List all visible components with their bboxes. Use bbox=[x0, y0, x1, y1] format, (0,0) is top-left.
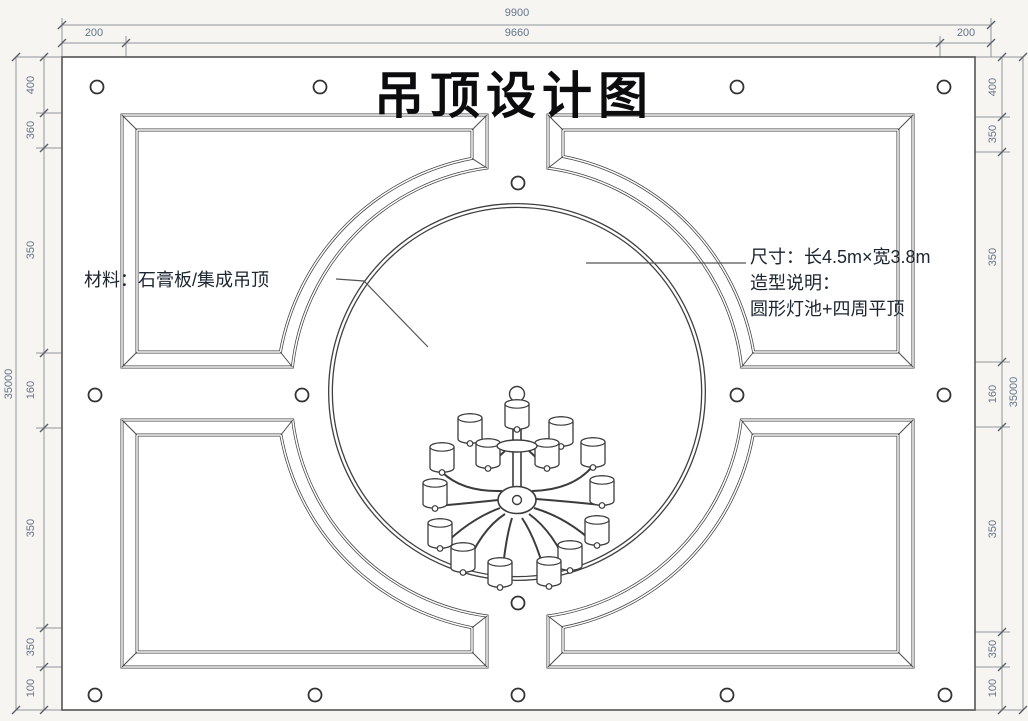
downlight bbox=[936, 79, 952, 95]
downlight bbox=[312, 79, 328, 95]
annotation-shape-desc: 圆形灯池+四周平顶 bbox=[750, 299, 905, 319]
downlight bbox=[307, 687, 323, 703]
downlight-spots bbox=[87, 79, 953, 703]
dim-right-seg-3: 160 bbox=[987, 384, 999, 404]
circular-light-pool bbox=[328, 203, 706, 581]
dimension-ticks bbox=[11, 20, 1028, 715]
dim-left-seg-4: 350 bbox=[25, 518, 37, 538]
dim-left-seg-0: 400 bbox=[25, 75, 37, 95]
downlight bbox=[729, 79, 745, 95]
downlight bbox=[510, 687, 526, 703]
dim-right-seg-2: 350 bbox=[987, 247, 999, 267]
annotation-material: 材料：石膏板/集成吊顶 bbox=[84, 270, 269, 290]
corner-panel-top-right bbox=[546, 113, 915, 369]
dim-right-overall: 35000 bbox=[1008, 376, 1020, 408]
downlight bbox=[510, 595, 526, 611]
downlight bbox=[87, 687, 103, 703]
dim-right-seg-6: 100 bbox=[987, 678, 999, 698]
dim-left-seg-6: 100 bbox=[25, 678, 37, 698]
downlight bbox=[89, 79, 105, 95]
annotation-shape-heading: 造型说明： bbox=[750, 273, 840, 293]
dim-right-seg-4: 350 bbox=[987, 519, 999, 539]
downlight bbox=[719, 687, 735, 703]
dim-left-seg-1: 360 bbox=[25, 120, 37, 140]
corner-panel-bottom-left bbox=[120, 418, 489, 669]
downlight bbox=[87, 387, 103, 403]
chandelier-icon bbox=[422, 385, 615, 591]
dim-left-seg-3: 160 bbox=[25, 380, 37, 400]
drawing-title: 吊顶设计图 bbox=[374, 68, 654, 124]
corner-panel-top-left bbox=[120, 113, 489, 369]
dim-left-overall: 35000 bbox=[3, 368, 15, 400]
downlight bbox=[936, 387, 952, 403]
dim-right-seg-1: 350 bbox=[987, 124, 999, 144]
dim-top-overall: 9900 bbox=[504, 7, 530, 19]
corner-panels bbox=[120, 113, 915, 669]
annotation-size: 尺寸：长4.5m×宽3.8m bbox=[750, 247, 931, 267]
dim-left-seg-2: 350 bbox=[25, 240, 37, 260]
downlight bbox=[937, 687, 953, 703]
downlight bbox=[510, 175, 526, 191]
ceiling-boundary bbox=[61, 56, 976, 711]
dim-top-left-margin: 200 bbox=[84, 27, 104, 39]
leader-line-material bbox=[335, 278, 429, 348]
downlight bbox=[729, 387, 745, 403]
annotation-size-block: 尺寸：长4.5m×宽3.8m 造型说明： 圆形灯池+四周平顶 bbox=[750, 244, 931, 322]
dim-top-inner: 9660 bbox=[504, 27, 530, 39]
downlight bbox=[294, 387, 310, 403]
corner-panel-bottom-right bbox=[546, 418, 915, 669]
dim-top-right-margin: 200 bbox=[956, 27, 976, 39]
dim-right-seg-0: 400 bbox=[987, 77, 999, 97]
dimension-lines bbox=[15, 18, 1024, 711]
